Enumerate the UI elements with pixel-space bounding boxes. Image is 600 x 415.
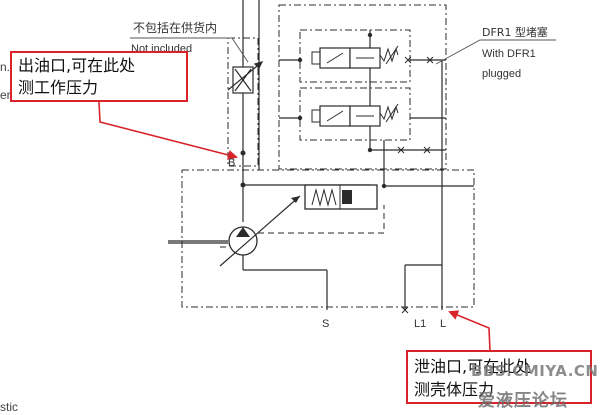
outlet-callout-line2: 测工作压力 (18, 78, 99, 97)
plug-crosses (397, 56, 434, 314)
pump-symbol (219, 195, 301, 267)
watermark-name: 爱液压论坛 (478, 391, 568, 411)
regulator-frame-upper (299, 29, 411, 83)
port-s-label: S (322, 318, 329, 330)
label-leaders (130, 37, 556, 65)
cropped-text-bottom: stic (0, 400, 18, 414)
control-actuator (304, 184, 378, 210)
cropped-text-top: n. (0, 60, 11, 74)
pump-housing-frame (181, 169, 475, 308)
pressure-valves (319, 47, 381, 127)
port-b-label: B (228, 157, 235, 169)
junction-dots (240, 32, 387, 189)
outlet-callout-line1: 出油口,可在此处 (18, 56, 136, 75)
drain-callout-line2: 测壳体压力 (414, 380, 495, 399)
outlet-callout: 出油口,可在此处 测工作压力 (10, 51, 188, 102)
drain-callout-line1: 泄油口,可在此处 (414, 357, 532, 376)
port-l1-label: L1 (414, 318, 426, 330)
dfr1-label-en-1: With DFR1 (482, 48, 536, 60)
port-l-label: L (440, 318, 446, 330)
hydraulic-lines (168, 0, 474, 310)
dfr1-label-cn: DFR1 型堵塞 (482, 25, 548, 39)
valve-block-frame (278, 4, 447, 170)
regulator-frame-lower (299, 87, 411, 141)
valve-internals (311, 45, 399, 123)
cropped-text-mid: er (0, 88, 11, 102)
not-included-label-cn: 不包括在供货内 (133, 20, 217, 35)
dfr1-label-en-2: plugged (482, 68, 521, 80)
red-pointers (98, 101, 491, 352)
watermark-url: BBS.CMIYA.CN (471, 362, 599, 380)
drain-callout: 泄油口,可在此处 测壳体压力 (406, 350, 592, 404)
throttle-symbol (227, 61, 264, 94)
